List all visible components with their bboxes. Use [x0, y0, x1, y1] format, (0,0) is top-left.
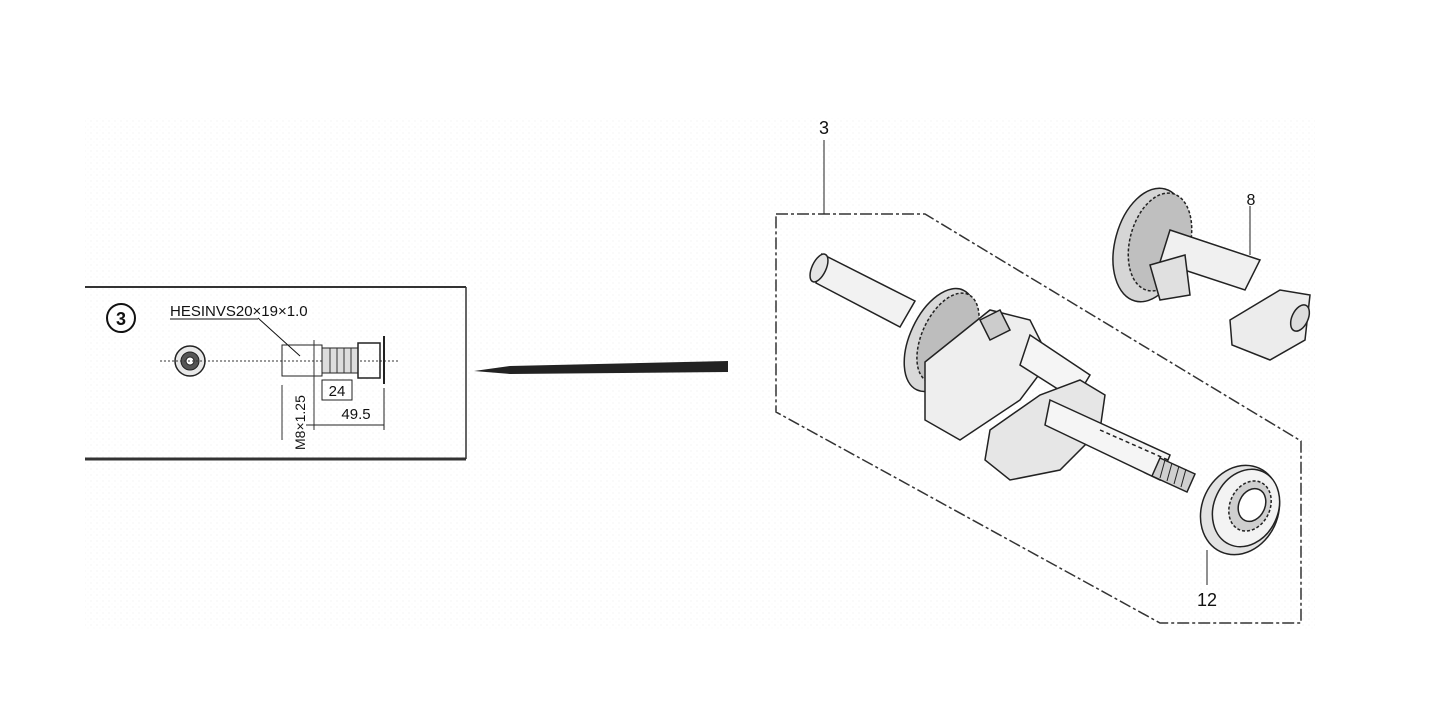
governor-gear-assembly: [1112, 187, 1311, 361]
ref-circle: [106, 303, 136, 333]
callout-12: 12: [1197, 590, 1217, 610]
dimension-a: 24: [329, 383, 346, 400]
ref-number: 3: [116, 309, 126, 329]
thread-spec: M8×1.25: [292, 395, 308, 450]
exploded-view: 3: [775, 118, 1311, 624]
shaft-end-view: [160, 345, 400, 377]
part-code-leader: [257, 317, 301, 357]
callout-3: 3: [819, 118, 829, 138]
ball-bearing: [1199, 464, 1281, 556]
shaft-side-view: [281, 336, 385, 440]
background-band: [85, 118, 1315, 630]
part-code: HESINVS20×19×1.0: [170, 303, 308, 320]
callout-8: 8: [1247, 192, 1256, 209]
detail-panel: 3 HESINVS20×19×1.0 24 49.5: [85, 286, 467, 461]
assembly-boundary: [775, 213, 1302, 624]
crankshaft: [809, 252, 1196, 493]
pointer-arrow: [474, 361, 728, 374]
dimension-b: 49.5: [341, 406, 370, 423]
dimension-lines: [306, 379, 385, 430]
